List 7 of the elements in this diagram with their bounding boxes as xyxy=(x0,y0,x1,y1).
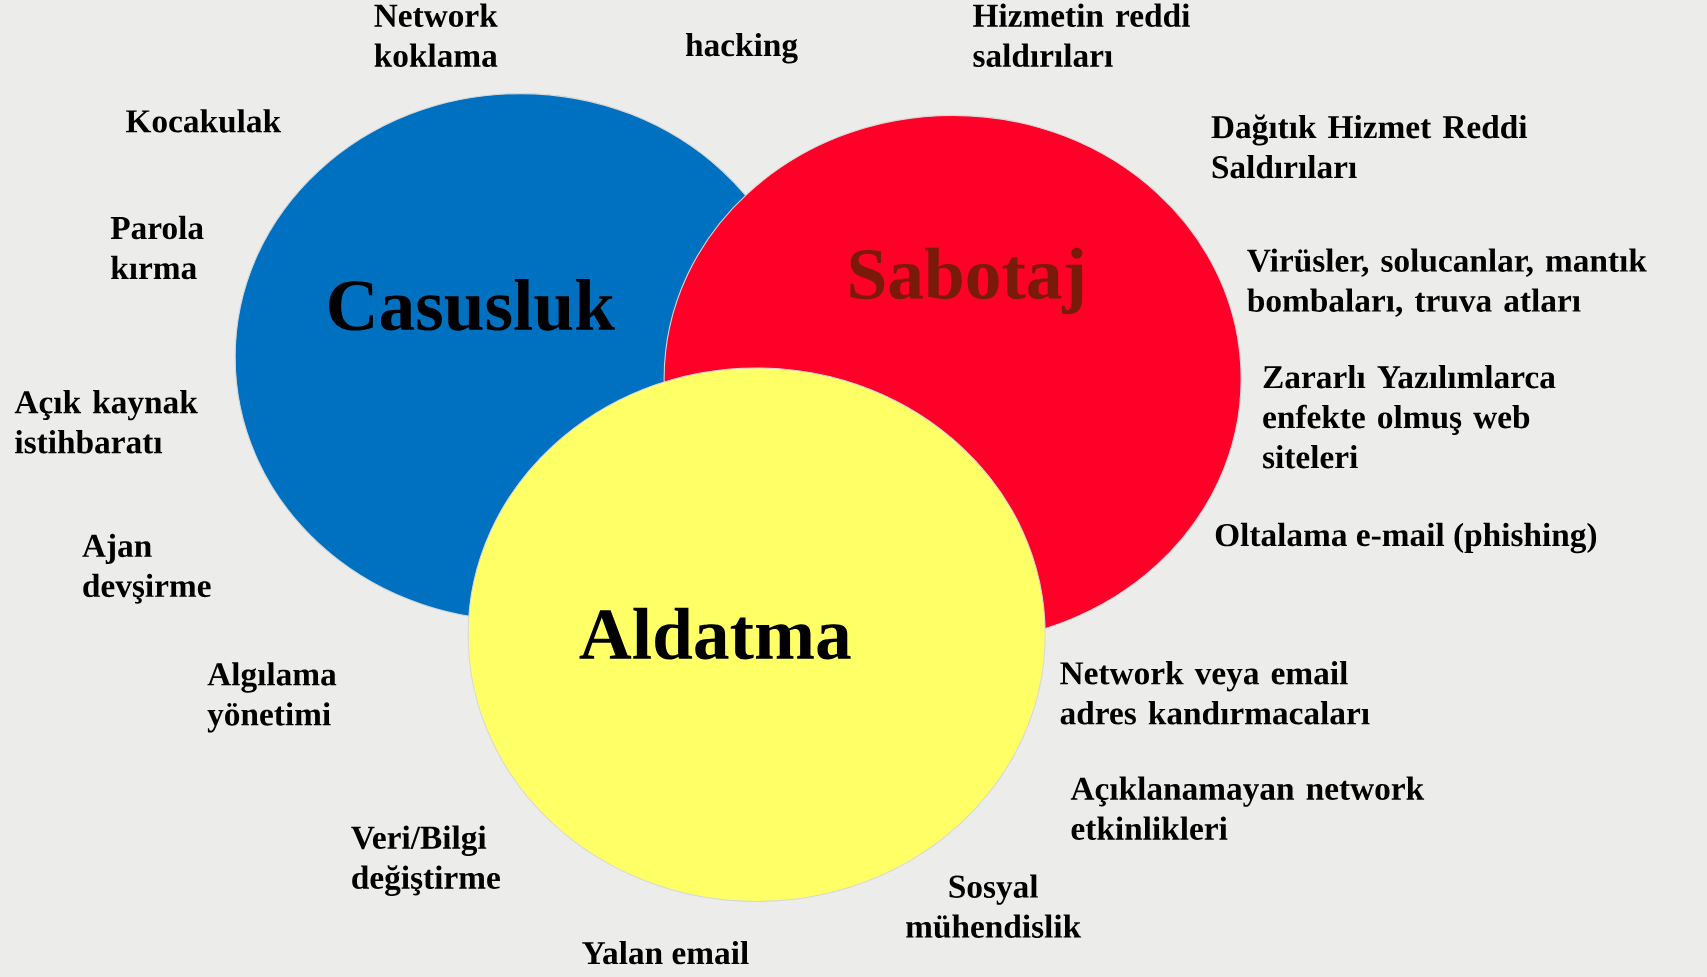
text-label: Açık kaynak istihbaratı xyxy=(14,390,198,454)
text-label: Yalan email xyxy=(582,940,749,965)
text-label: Algılama yönetimi xyxy=(207,662,337,733)
text-label: Parola kırma xyxy=(110,215,204,280)
text-label: hacking xyxy=(685,32,798,64)
text-label: Network veya email adres kandırmacaları xyxy=(1060,661,1370,725)
text-label: Hizmetin reddi saldırıları xyxy=(973,3,1190,67)
